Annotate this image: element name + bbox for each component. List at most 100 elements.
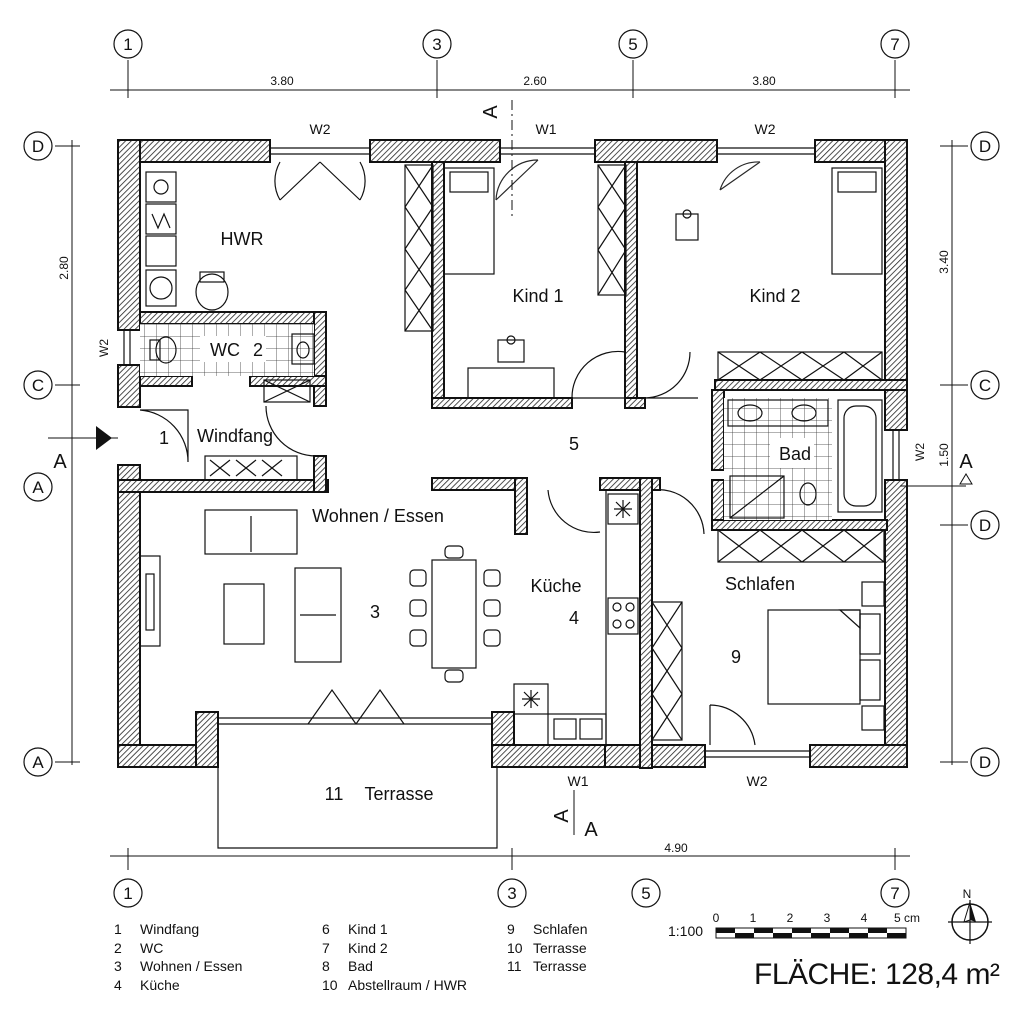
scale-tick-0: 0 <box>713 911 720 925</box>
room-label-kind2: Kind 2 <box>749 286 800 306</box>
legend-label: Bad <box>348 958 373 974</box>
north-arrow-icon: N <box>948 887 992 944</box>
legend-label: Windfang <box>140 921 200 937</box>
schlafen-furniture <box>651 529 885 741</box>
room-label-schlafen: Schlafen <box>725 574 795 594</box>
room-label-bad: Bad <box>779 444 811 464</box>
section-marker-bottom: A <box>584 819 598 841</box>
dim-bottom: 4.90 <box>664 841 688 855</box>
room-number-windfang: 1 <box>159 428 169 448</box>
legend-number: 10 <box>322 976 338 993</box>
scale-tick-2: 2 <box>787 911 794 925</box>
wc-room <box>140 324 315 376</box>
scale-ratio: 1:100 <box>668 923 704 939</box>
windfang-wardrobe <box>204 455 298 481</box>
dim-right-upper: 3.40 <box>937 250 951 274</box>
legend-item: 7 Kind 2 <box>322 939 467 958</box>
terrasse-outline <box>217 767 498 849</box>
room-number-terrasse: 11 <box>325 784 344 804</box>
legend-label: Schlafen <box>533 921 588 937</box>
dim-left: 2.80 <box>57 256 71 280</box>
legend-label: Kind 2 <box>348 939 388 956</box>
entry-marker: A <box>48 426 118 473</box>
grid-bubble-d-right-lower: D <box>979 516 991 535</box>
legend-label: Kind 1 <box>348 921 388 937</box>
section-marker-bottom-rot: A <box>551 809 573 823</box>
room-number-kueche: 4 <box>569 608 579 628</box>
grid-bubble-5-bottom: 5 <box>641 884 650 903</box>
section-markers: A A A A <box>480 100 973 841</box>
window-openings <box>123 147 900 758</box>
kind1-furniture <box>404 164 555 399</box>
legend-number: 10 <box>507 939 523 956</box>
legend-label: Abstellraum / HWR <box>348 976 468 993</box>
dim-top-3: 3.80 <box>752 74 776 88</box>
room-number-schlafen: 9 <box>731 647 741 667</box>
grid-bubbles-bottom: 1 3 5 7 <box>113 878 910 908</box>
legend-label: WC <box>140 939 164 956</box>
room-label-kind1: Kind 1 <box>512 286 563 306</box>
legend-item: 10 Abstellraum / HWR <box>322 976 467 995</box>
kueche-furniture <box>513 489 641 746</box>
legend-number: 11 <box>507 958 522 974</box>
window-label-w2-hwr: W2 <box>310 121 331 137</box>
window-label-w2-schlafen: W2 <box>747 773 768 789</box>
grid-bubble-a-left: A <box>32 478 44 497</box>
grid-bubble-1-bottom: 1 <box>123 884 132 903</box>
room-label-windfang: Windfang <box>197 426 273 446</box>
grid-bubble-a-left-bottom: A <box>32 753 44 772</box>
hwr-storage-cabinet <box>263 379 311 403</box>
room-number-flur: 5 <box>569 434 579 454</box>
scale-bar: 0 1 2 3 4 5 cm <box>713 911 920 939</box>
grid-bubble-c-left: C <box>32 376 44 395</box>
left-dimension-chain: 2.80 <box>55 140 80 765</box>
section-marker-top: A <box>480 105 502 119</box>
bottom-dimension-chain: 4.90 <box>110 841 910 870</box>
grid-bubble-d-left: D <box>32 137 44 156</box>
room-label-terrasse: Terrasse <box>364 784 433 804</box>
north-label: N <box>963 887 972 901</box>
wohnen-furniture <box>139 509 501 683</box>
kind2-furniture <box>597 164 883 381</box>
dim-top-2: 2.60 <box>523 74 547 88</box>
bad-room <box>724 398 883 520</box>
legend-number: 8 <box>322 958 330 974</box>
grid-bubble-3-bottom: 3 <box>507 884 516 903</box>
grid-bubble-c-right: C <box>979 376 991 395</box>
hwr-appliances <box>145 171 229 311</box>
window-labels: W2 W1 W2 W2 W2 W1 W2 <box>97 121 927 789</box>
grid-bubbles-top: 1 3 5 7 <box>113 29 910 59</box>
grid-bubble-7-top: 7 <box>890 35 899 54</box>
room-label-hwr: HWR <box>221 229 264 249</box>
legend-number: 4 <box>114 976 122 993</box>
dim-right-lower: 1.50 <box>937 443 951 467</box>
legend-item: 8 Bad <box>322 957 467 976</box>
exterior-walls <box>117 139 908 768</box>
doors <box>139 159 761 746</box>
window-label-w2-kind2: W2 <box>755 121 776 137</box>
room-label-wohnen: Wohnen / Essen <box>312 506 444 526</box>
grid-bubble-d-right: D <box>979 137 991 156</box>
grid-bubble-7-bottom: 7 <box>890 884 899 903</box>
grid-bubbles-right: D C D D <box>970 131 1000 777</box>
grid-bubbles-left: D C A A <box>23 131 53 777</box>
section-marker-right: A <box>959 451 973 473</box>
scale-tick-4: 4 <box>861 911 868 925</box>
window-label-w2-bad: W2 <box>913 443 927 461</box>
dim-top-1: 3.80 <box>270 74 294 88</box>
scale-tick-5: 5 cm <box>894 911 920 925</box>
top-dimension-chain: 3.80 2.60 3.80 <box>110 60 910 98</box>
legend-number: 7 <box>322 939 330 956</box>
room-number-wohnen: 3 <box>370 602 380 622</box>
room-labels: HWR WC 2 1 Windfang Kind 1 Kind 2 5 Bad … <box>159 229 811 804</box>
